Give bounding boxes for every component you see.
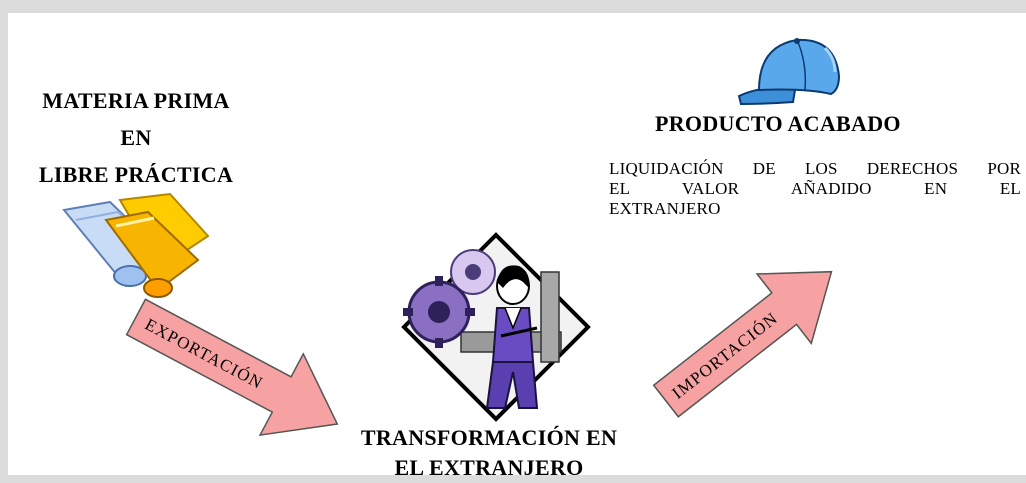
transformation-title: TRANSFORMACIÓN EN EL EXTRANJERO bbox=[339, 423, 639, 483]
transformation-line2: EL EXTRANJERO bbox=[394, 455, 584, 480]
import-arrow: IMPORTACIÓN bbox=[652, 270, 833, 418]
finished-product-description-line3: EXTRANJERO bbox=[609, 199, 721, 218]
import-arrow-label: IMPORTACIÓN bbox=[668, 308, 781, 402]
raw-material-line3: LIBRE PRÁCTICA bbox=[38, 162, 234, 187]
transformation-line1: TRANSFORMACIÓN EN bbox=[360, 425, 618, 450]
finished-product-title: PRODUCTO ACABADO bbox=[655, 111, 901, 136]
raw-material-line1: MATERIA PRIMA bbox=[42, 88, 230, 113]
fabric-rolls-icon bbox=[62, 192, 210, 298]
diagram-canvas: MATERIA PRIMA EN LIBRE PRÁCTICA EXPORTAC… bbox=[8, 13, 1026, 480]
export-arrow: EXPORTACIÓN bbox=[125, 298, 339, 437]
raw-material-line2: EN bbox=[120, 125, 152, 150]
raw-material-title: MATERIA PRIMA EN LIBRE PRÁCTICA bbox=[26, 82, 246, 193]
finished-product-description-line1: LIQUIDACIÓN DE LOS DERECHOS POR bbox=[609, 159, 1021, 178]
finished-product-description-line2: EL VALOR AÑADIDO EN EL bbox=[609, 179, 1021, 198]
baseball-cap-icon bbox=[737, 38, 841, 106]
worker-gears-icon bbox=[401, 232, 591, 422]
finished-product-description: LIQUIDACIÓN DE LOS DERECHOS POR EL VALOR… bbox=[609, 159, 1021, 219]
